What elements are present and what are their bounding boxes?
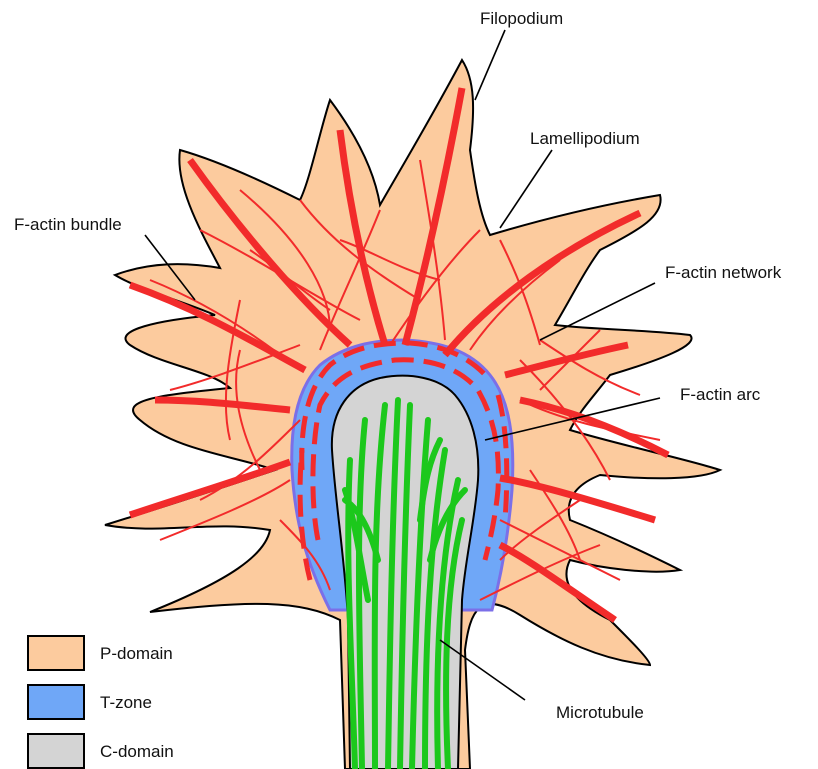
label-factin-bundle: F-actin bundle <box>14 215 122 234</box>
legend-swatch-p-domain <box>28 636 84 670</box>
label-factin-arc: F-actin arc <box>680 385 761 404</box>
label-microtubule: Microtubule <box>556 703 644 722</box>
legend-swatch-t-zone <box>28 685 84 719</box>
label-factin-network: F-actin network <box>665 263 782 282</box>
legend-label-t-zone: T-zone <box>100 693 152 712</box>
label-filopodium: Filopodium <box>480 9 563 28</box>
label-lamellipodium: Lamellipodium <box>530 129 640 148</box>
legend-label-p-domain: P-domain <box>100 644 173 663</box>
legend-label-c-domain: C-domain <box>100 742 174 761</box>
leader-filopodium <box>475 30 505 100</box>
legend-swatch-c-domain <box>28 734 84 768</box>
legend: P-domain T-zone C-domain <box>28 636 174 768</box>
leader-lamellipodium <box>500 150 552 228</box>
